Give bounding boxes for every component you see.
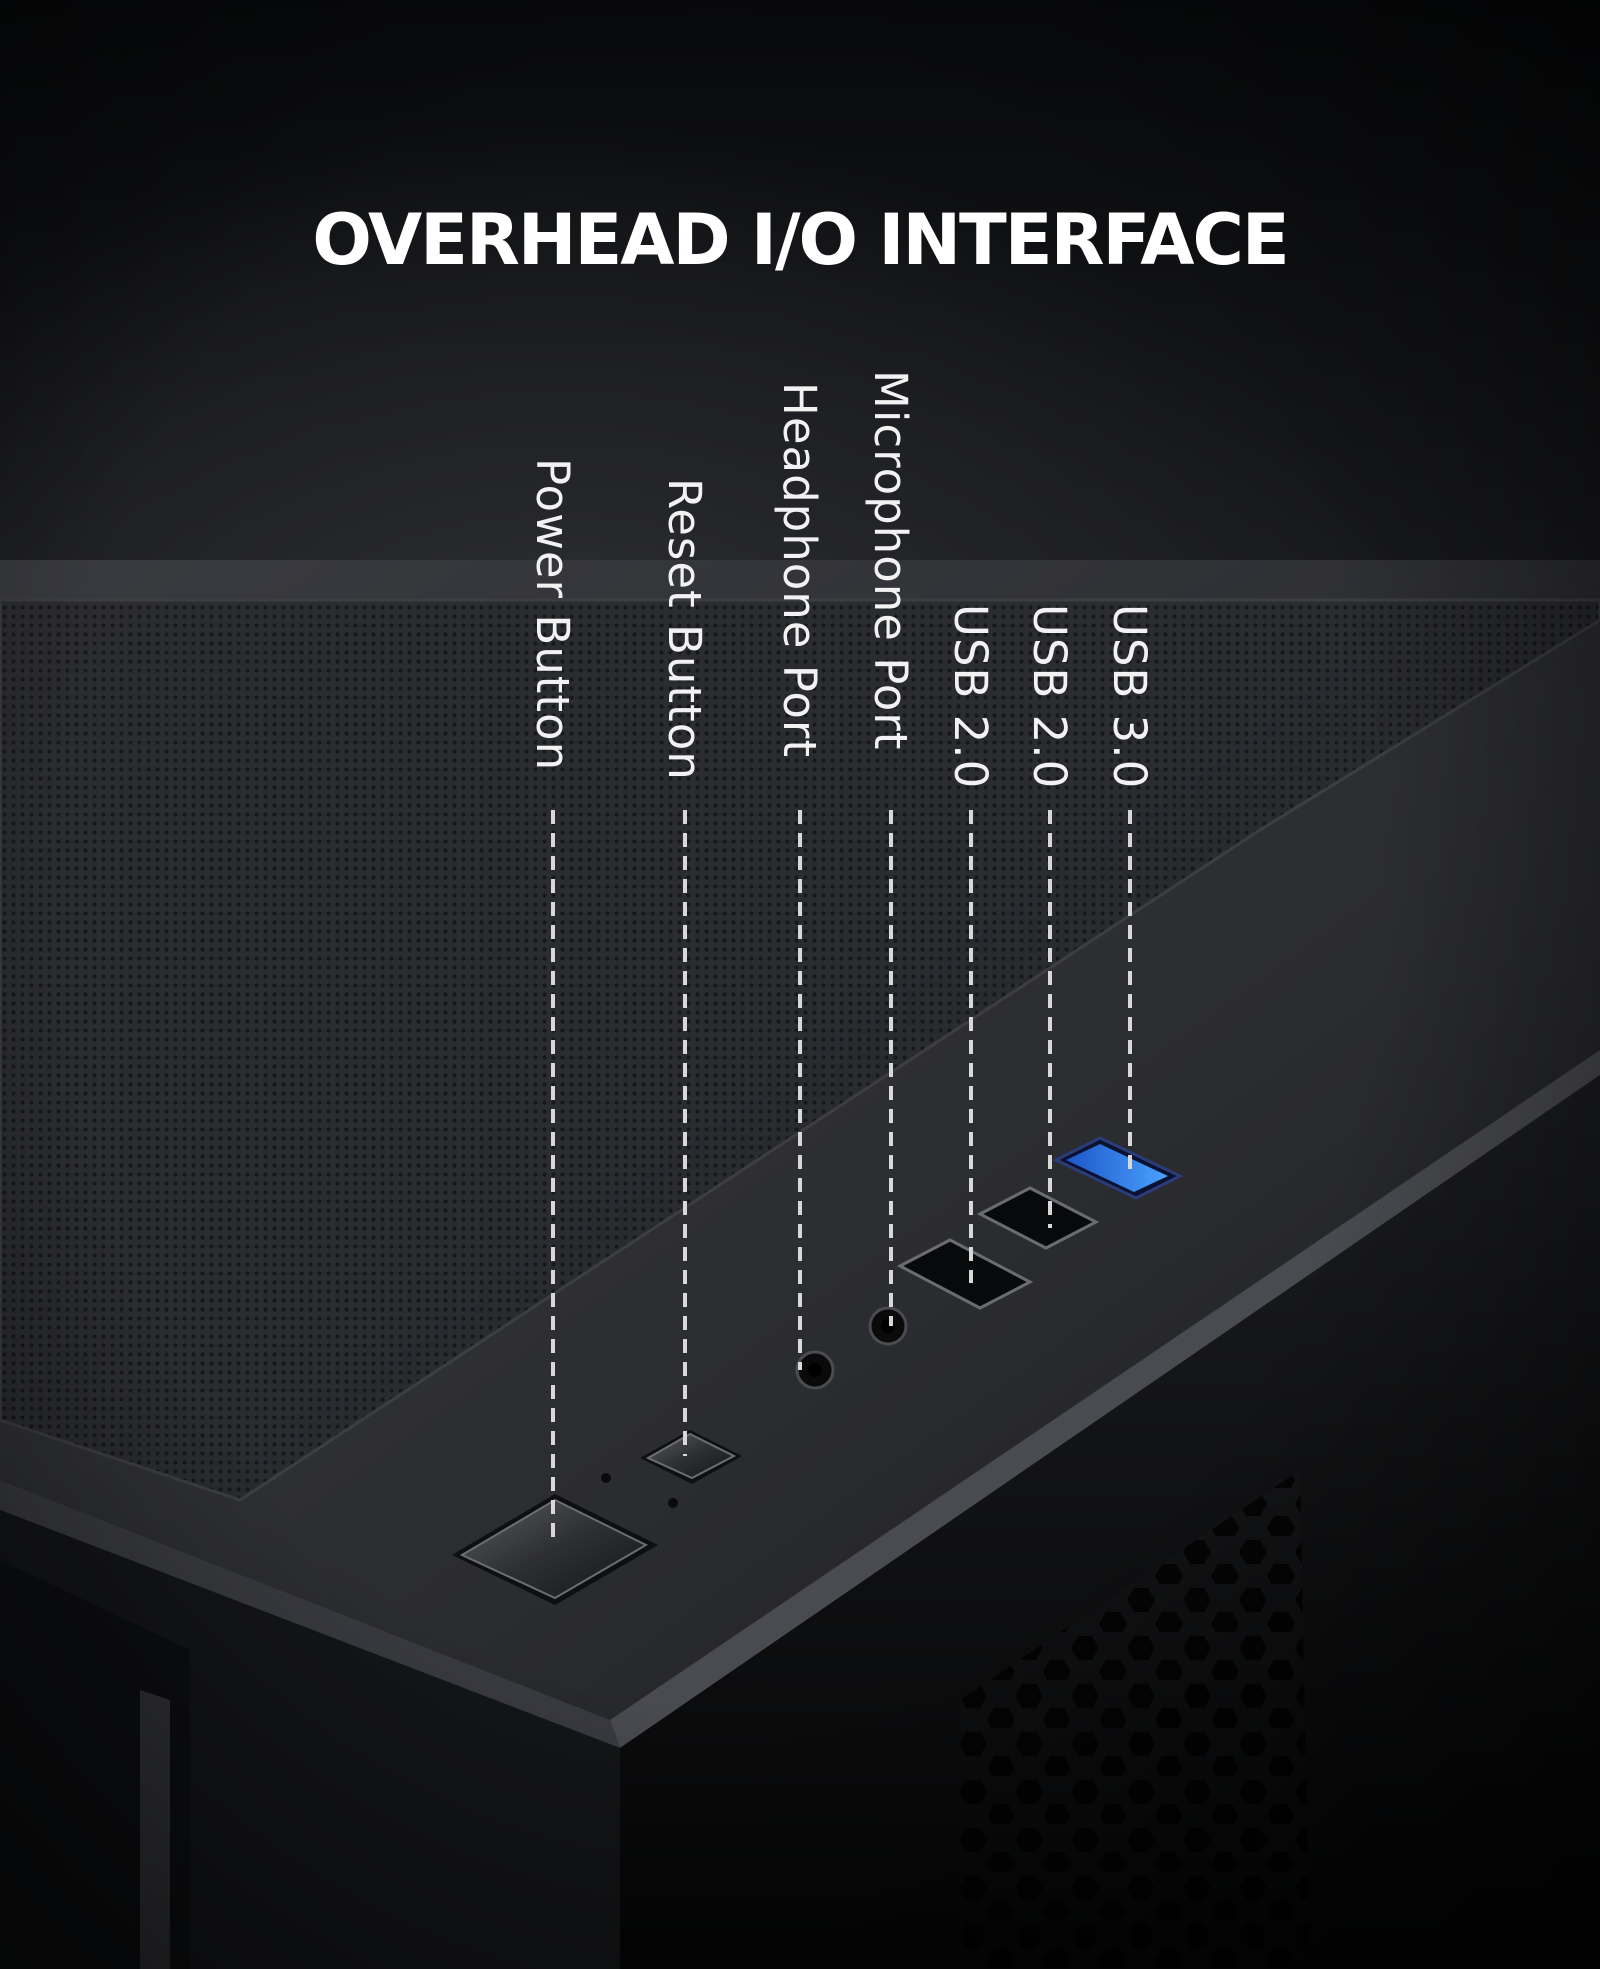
callout-label: USB 3.0 [1103,604,1156,790]
callout-label: Microphone Port [864,370,917,751]
callout-label: Power Button [526,458,579,772]
callout-label: USB 2.0 [944,604,997,790]
callout-label: USB 2.0 [1023,604,1076,790]
callout-label: Headphone Port [773,382,826,758]
page-title: OVERHEAD I/O INTERFACE [312,199,1289,281]
callout-label: Reset Button [658,478,711,781]
